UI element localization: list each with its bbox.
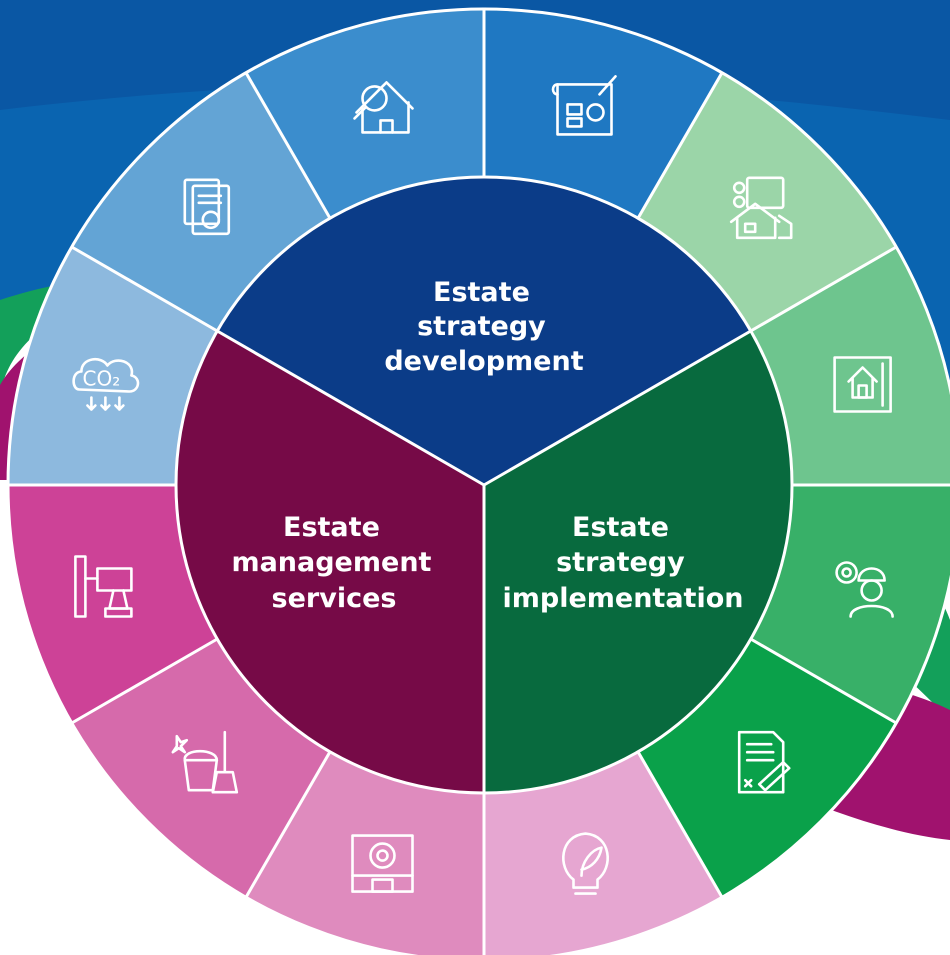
sector-label-development: Estate strategy development [384,277,583,377]
co2-reduction-icon: CO₂ [72,358,140,411]
blueprint-design-icon [551,75,617,136]
sector-label-implementation: Estate strategy implementation [502,512,743,614]
ring-divider [636,72,724,220]
sector-label-management: Estate management services [231,512,436,614]
cleaning-icon [171,730,239,794]
development-label-line-3: development [384,346,583,377]
implementation-label-line-3: implementation [502,583,743,614]
management-label-line-1: Estate [283,512,380,543]
inner-sector-management [175,331,485,793]
co2-label: CO₂ [83,367,121,391]
power-drill-icon [74,555,133,618]
eco-lightbulb-icon [562,832,609,895]
ring-divider [636,750,724,898]
contract-signing-icon [737,730,791,794]
development-label-line-2: strategy [417,311,546,342]
ring-dividers [6,7,950,955]
sector-divider [216,329,485,487]
management-label-line-3: services [272,583,397,614]
development-label-line-1: Estate [433,277,530,308]
documents-icon [183,178,231,236]
ring-divider [244,72,332,220]
implementation-label-line-1: Estate [572,512,669,543]
ring-divider [71,637,219,725]
ring-divider [749,245,897,333]
engineer-icon [835,561,894,618]
ring-icons: CO₂ [72,75,894,895]
property-checklist-icon [729,176,793,240]
inner-sector-implementation [484,331,792,793]
inner-circle-border [174,175,794,795]
ring-divider [749,637,897,725]
ring-divider [244,750,332,898]
facility-maintenance-icon [351,834,414,893]
management-label-line-2: management [231,547,431,578]
building-plan-icon [833,356,892,413]
ring-divider [71,245,219,333]
house-inspection-icon [353,81,414,134]
outer-circle-border [6,7,950,955]
sector-divider [483,329,752,487]
implementation-label-line-2: strategy [556,547,685,578]
